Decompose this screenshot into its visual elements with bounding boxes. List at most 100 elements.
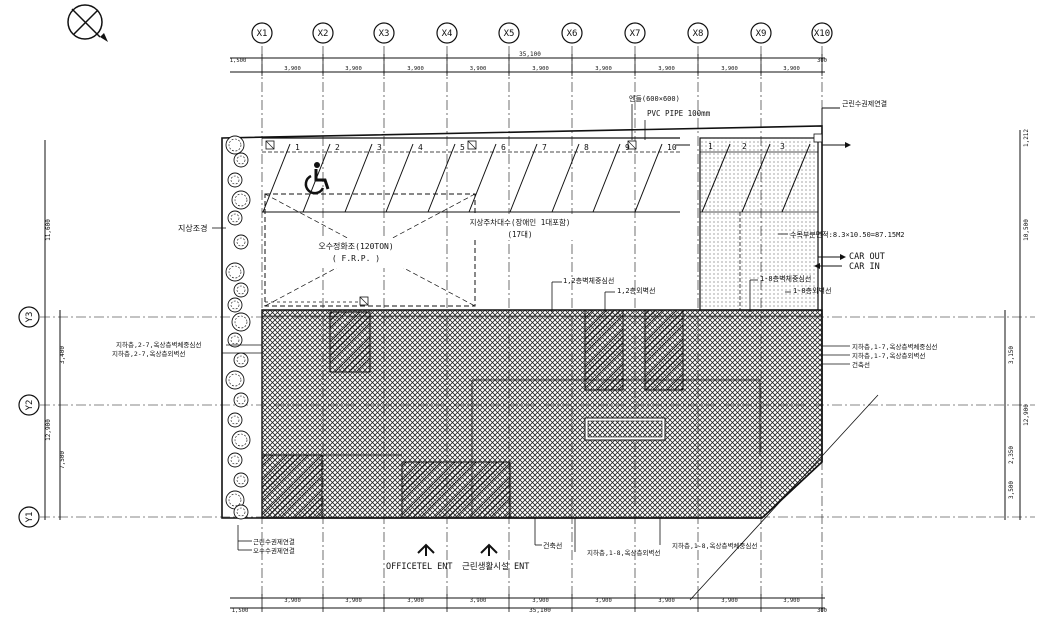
- tree-icon-5: [227, 210, 243, 226]
- tree-icon-inner-9: [230, 300, 240, 310]
- tree-icon-inner-15: [230, 415, 240, 425]
- stall-divider-7: [509, 143, 538, 213]
- sewer-connection-callout: 근린수권제연결: [821, 99, 887, 148]
- tree-icon-3: [227, 172, 243, 188]
- stall-number-2: 2: [335, 143, 340, 152]
- right-drain-marker: [813, 133, 823, 143]
- grid-bubble-x6: [561, 22, 583, 44]
- stall-number-8: 8: [584, 143, 589, 152]
- tree-icon-inner-18: [236, 475, 246, 485]
- line-1-2-outer: 1,2층벽체중심선: [563, 276, 614, 285]
- stall-divider-10: [634, 143, 663, 213]
- stall-number-6: 6: [501, 143, 506, 152]
- bottom-1-8-center: 지하층,1-8,옥상층벽체중심선: [672, 541, 757, 550]
- tree-icon-17: [227, 452, 243, 468]
- tree-icon-inner-19: [228, 493, 242, 507]
- overall-width-bottom: 35,100: [529, 607, 551, 614]
- stall-number-7: 7: [542, 143, 547, 152]
- tree-icon-inner-6: [236, 237, 246, 247]
- stall-number-9: 9: [625, 143, 630, 152]
- grid-bubble-x9: [750, 22, 772, 44]
- left-dim-4: 7,500: [59, 451, 66, 469]
- tree-icon-inner-1: [228, 138, 242, 152]
- building-line-callouts: 1,2층벽체중심선 1,2층외벽선 1-8층벽체중심선 1-8층외벽선: [551, 274, 831, 312]
- left-dim-2: 3,400: [59, 346, 66, 364]
- grid-bubble-x8: [687, 22, 709, 44]
- tree-icon-1: [225, 135, 245, 155]
- car-in-label: CAR IN: [849, 262, 880, 272]
- bottom-left-2: 오수수권제연결: [253, 546, 295, 555]
- bottom-dim-9: 3,900: [783, 598, 800, 604]
- stall-divider-9: [592, 143, 621, 213]
- building-footprint: [261, 309, 823, 519]
- grid-bubble-x10: [811, 22, 833, 44]
- tree-icon-inner-10: [234, 315, 248, 329]
- top-dim-3: 3,900: [407, 66, 424, 72]
- line-1-8-outline: 1-8층외벽선: [793, 286, 831, 295]
- bottom-dim-8: 3,900: [721, 598, 738, 604]
- north-arrow-icon: [67, 4, 108, 42]
- bottom-dim-5: 3,900: [532, 598, 549, 604]
- bottom-dim-4: 3,900: [470, 598, 487, 604]
- building-line-right: 건축선: [852, 360, 870, 369]
- line-1-2-outline: 1,2층외벽선: [617, 286, 655, 295]
- left-dimension-line: 11,600 3,400 12,900 7,500: [44, 140, 66, 520]
- grid-label-x3: X3: [379, 29, 390, 39]
- landscape-trees: [225, 135, 251, 520]
- parking-count-label: (17대): [508, 230, 533, 239]
- ground-parking-label: 지상주차대수(장애인 1대포함): [470, 217, 571, 227]
- bottom-dim-3: 3,900: [407, 598, 424, 604]
- car-out-label: CAR OUT: [849, 252, 885, 262]
- right-dimension-line: 1,212 10,500 3,150 12,900 2,350 3,500: [1004, 129, 1030, 520]
- top-dim-4: 3,900: [470, 66, 487, 72]
- stall-number-1: 1: [295, 143, 300, 152]
- tree-icon-7: [225, 262, 245, 282]
- building-line-bottom: 건축선: [543, 541, 562, 550]
- left-dim-1: 11,600: [45, 219, 52, 241]
- tree-icon-15: [227, 412, 243, 428]
- overall-width-top: 35,100: [519, 51, 541, 58]
- left-wall-callouts: 지하층,2-7,옥상층벽체중심선 지하층,2-7,옥상층외벽선: [112, 340, 262, 358]
- left-offset-top: 1,500: [230, 58, 247, 64]
- stall-divider-3: [344, 143, 373, 213]
- landscape-label: 지상조경: [178, 223, 207, 233]
- car-entry-arrows: CAR OUT CAR IN: [814, 252, 885, 272]
- right-stall-divider-3: [781, 143, 811, 213]
- top-dim-1: 3,900: [284, 66, 301, 72]
- right-stall-divider-1: [701, 143, 731, 213]
- tree-icon-inner-12: [236, 355, 246, 365]
- right-wall-callouts: 지하층,1-7,옥상층벽체중심선 지하층,1-7,옥상층외벽선 건축선: [689, 342, 937, 601]
- grid-label-x8: X8: [693, 29, 704, 39]
- stall-divider-1: [262, 143, 291, 213]
- tree-icon-inner-11: [230, 335, 240, 345]
- septic-tank-label: 오수정화조(120TON): [318, 241, 393, 251]
- grid-label-y3: Y3: [25, 312, 35, 323]
- pvc-pipe-label: PVC PIPE 100mm: [647, 109, 711, 118]
- drain-marker-cross-1: [265, 140, 275, 150]
- drain-box-label: 엔들(600×600): [629, 94, 680, 103]
- right-dim-6: 3,500: [1008, 481, 1015, 499]
- right-dim-2: 10,500: [1023, 219, 1030, 241]
- grid-label-x10: X10: [814, 29, 830, 39]
- top-dim-7: 3,900: [658, 66, 675, 72]
- basement-2-7-outline: 지하층,2-7,옥상층외벽선: [112, 349, 185, 358]
- grid-bubble-x2: [312, 22, 334, 44]
- grid-bubble-x3: [373, 22, 395, 44]
- tree-icon-12: [233, 352, 249, 368]
- bottom-1-8-outline: 지하층,1-8,옥상층외벽선: [587, 548, 660, 557]
- right-dim-5: 2,350: [1008, 446, 1015, 464]
- top-dimension-line: 35,100 1,500 300 3,9003,9003,9003,9003,9…: [230, 51, 827, 76]
- tree-icon-18: [233, 472, 249, 488]
- bottom-dim-7: 3,900: [658, 598, 675, 604]
- tree-icon-inner-4: [234, 193, 248, 207]
- tree-icon-inner-17: [230, 455, 240, 465]
- bottom-left-1: 근린수권제연결: [253, 537, 295, 546]
- tree-icon-2: [233, 152, 249, 168]
- stall-number-3: 3: [377, 143, 382, 152]
- grid-bubble-y2: [18, 394, 40, 416]
- sewer-connection-label: 근린수권제연결: [842, 99, 887, 108]
- septic-tank-area: 오수정화조(120TON) ( F.R.P. ): [264, 193, 476, 307]
- right-stall-number-2: 2: [742, 142, 747, 151]
- grid-label-x4: X4: [442, 29, 453, 39]
